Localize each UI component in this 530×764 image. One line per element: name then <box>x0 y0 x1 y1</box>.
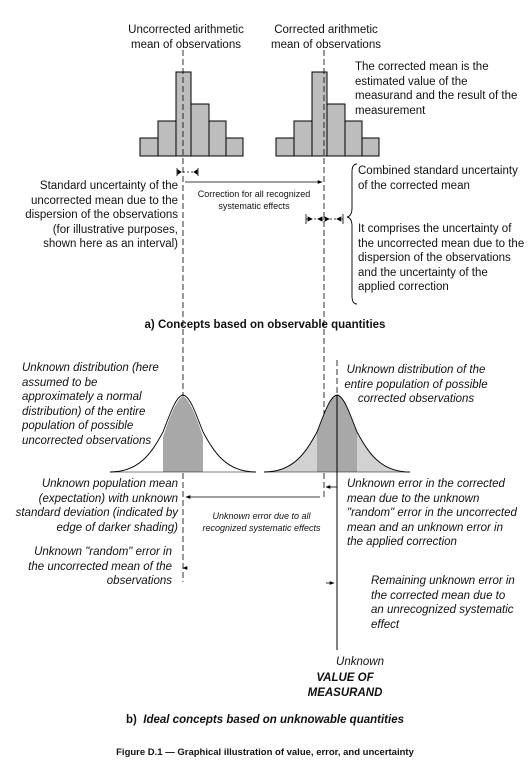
random-error-note: Unknown "random" error in the uncorrecte… <box>28 546 172 587</box>
combined-uncertainty-interval <box>305 214 344 224</box>
caption-b-prefix: b) <box>126 714 137 726</box>
corrected-mean-error-note: Unknown error in the corrected mean due … <box>347 478 517 548</box>
correction-note: Correction for all recognized systematic… <box>197 189 311 211</box>
corrected-histogram <box>275 71 380 157</box>
combined-uncertainty-note: Combined standard uncertainty of the cor… <box>358 165 518 192</box>
uncorrected-distribution <box>109 394 257 473</box>
unknown-error-systematic-note: Unknown error due to all recognized syst… <box>202 511 321 533</box>
uncorrected-mean-label: Uncorrected arithmetic mean of observati… <box>128 24 244 51</box>
population-mean-note: Unknown population mean (expectation) wi… <box>15 478 178 534</box>
uncorrected-histogram <box>139 71 244 157</box>
caption-b: b) Ideal concepts based on unknowable qu… <box>0 713 530 728</box>
comprises-note: It comprises the uncertainty of the unco… <box>358 223 525 293</box>
caption-a: a) Concepts based on observable quantiti… <box>144 319 386 331</box>
value-of-measurand: VALUE OF MEASURAND <box>307 672 383 699</box>
std-uncertainty-note: Standard uncertainty of the uncorrected … <box>25 180 178 250</box>
combined-brace <box>346 163 358 305</box>
remaining-error-note: Remaining unknown error in the corrected… <box>371 575 515 631</box>
std-uncertainty-interval <box>176 168 199 176</box>
figure-caption: Figure D.1 — Graphical illustration of v… <box>116 747 414 758</box>
unknown-distribution-left: Unknown distribution (here assumed to be… <box>22 362 159 447</box>
unknown-distribution-right: Unknown distribution of the entire popul… <box>344 364 488 405</box>
unknown-word: Unknown <box>336 656 384 668</box>
corrected-mean-label: Corrected arithmetic mean of observation… <box>271 24 381 51</box>
corrected-mean-note: The corrected mean is the estimated valu… <box>355 61 518 117</box>
caption-b-text: Ideal concepts based on unknowable quant… <box>143 714 404 726</box>
